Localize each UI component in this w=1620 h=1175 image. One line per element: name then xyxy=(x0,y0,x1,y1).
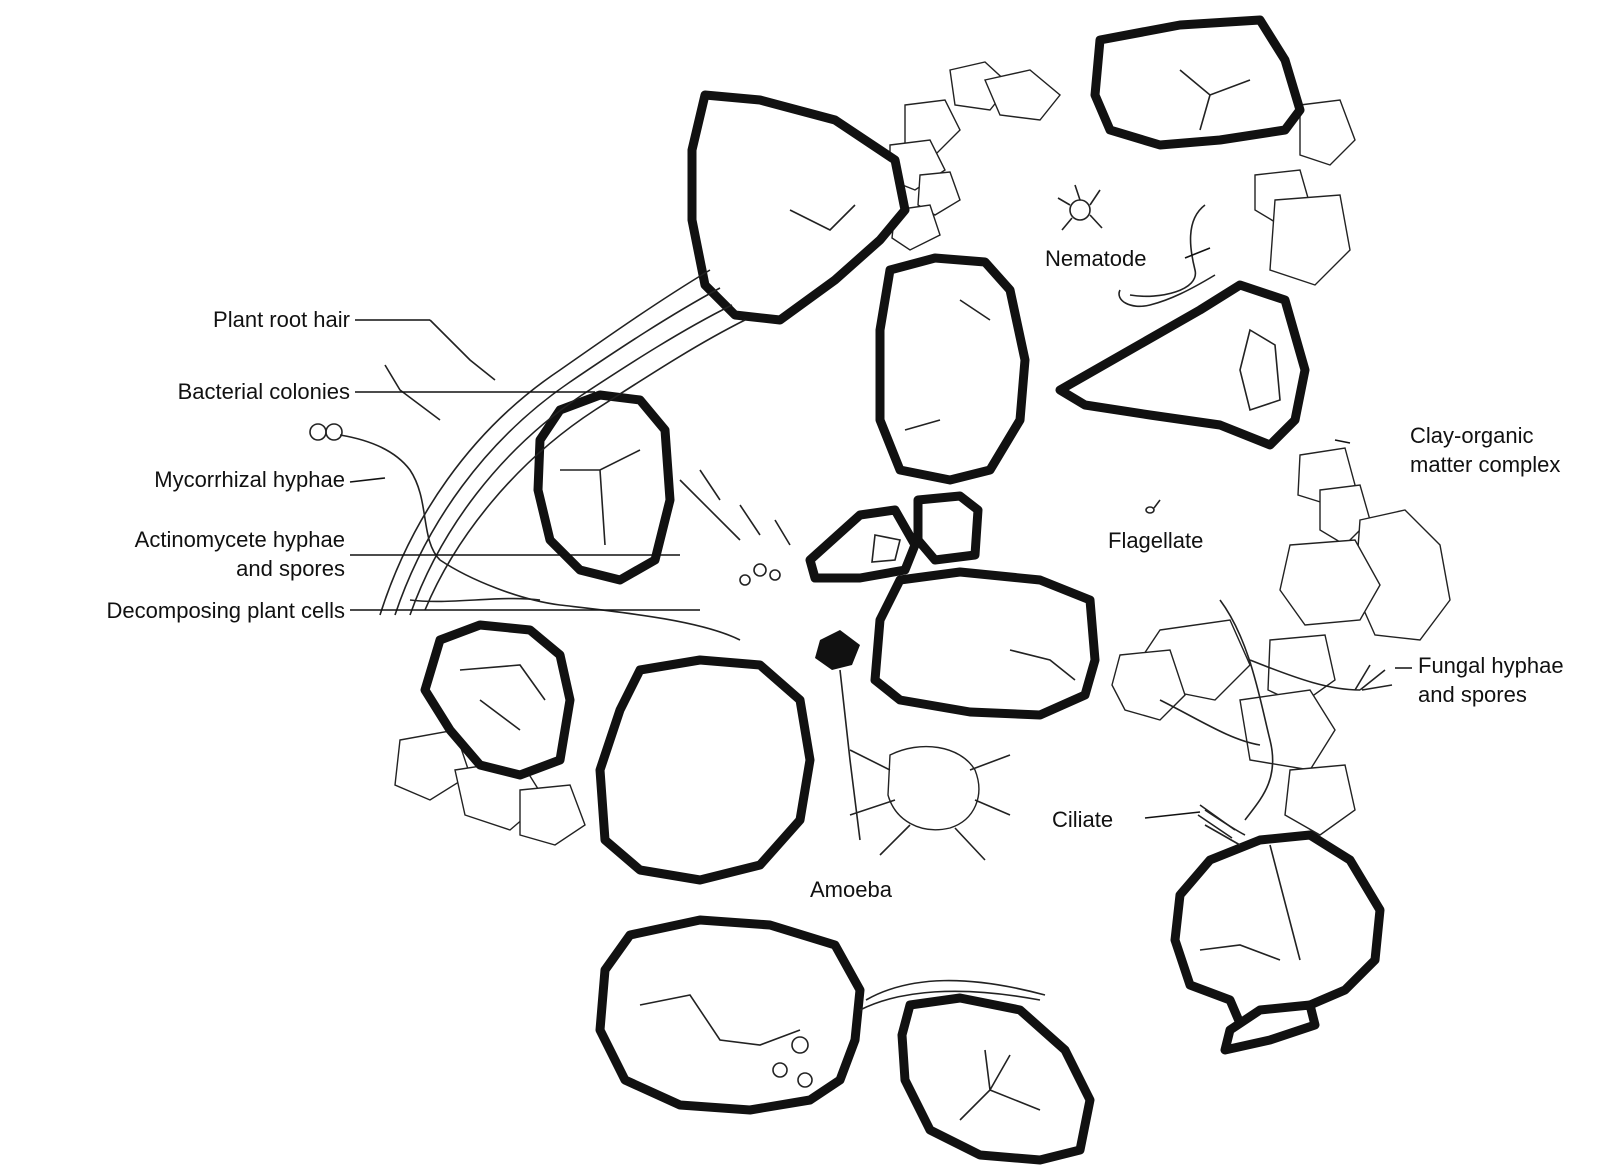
soil-aggregate-top-right xyxy=(1095,20,1300,145)
label-plant-root-hair: Plant root hair xyxy=(60,306,350,333)
label-flagellate: Flagellate xyxy=(1108,527,1203,554)
soil-aggregate-bottom-middle xyxy=(902,998,1090,1160)
label-actinomycete-line2: and spores xyxy=(30,555,345,582)
label-actinomycete-line1: Actinomycete hyphae xyxy=(30,526,345,553)
soil-aggregate-left-middle xyxy=(538,395,670,580)
label-fungal-line1: Fungal hyphae xyxy=(1418,652,1564,679)
label-clay-line2: matter complex xyxy=(1410,451,1560,478)
label-fungal-line2: and spores xyxy=(1418,681,1527,708)
ciliate-organism xyxy=(1198,805,1245,845)
amoeba-organism xyxy=(815,630,860,840)
label-bacterial-colonies: Bacterial colonies xyxy=(40,378,350,405)
soil-aggregate-bottom-right xyxy=(1175,835,1380,1050)
soil-aggregate-lower-left xyxy=(600,660,810,880)
soil-aggregate-right-middle xyxy=(875,572,1095,715)
soil-aggregate-triangle xyxy=(1060,285,1305,445)
mycorrhizal-hyphae xyxy=(310,424,740,640)
label-clay-line1: Clay-organic xyxy=(1410,422,1534,449)
clay-particle-chain-right xyxy=(1112,448,1450,835)
label-decomposing-plant-cells: Decomposing plant cells xyxy=(10,597,345,624)
soil-aggregate-center xyxy=(880,258,1025,480)
soil-aggregate-small-mid-1 xyxy=(810,510,915,578)
label-ciliate: Ciliate xyxy=(1052,806,1113,833)
label-nematode: Nematode xyxy=(1045,245,1147,272)
label-mycorrhizal-hyphae: Mycorrhizal hyphae xyxy=(40,466,345,493)
mite-organism xyxy=(850,747,1010,860)
label-amoeba: Amoeba xyxy=(810,876,892,903)
soil-aggregate-bottom-left xyxy=(600,920,860,1110)
root-hair xyxy=(385,320,495,420)
flagellate-organism xyxy=(1146,500,1160,513)
soil-aggregate-top-center xyxy=(692,95,905,320)
nematode-star-organism xyxy=(1058,185,1102,230)
soil-aggregate-small-mid-2 xyxy=(918,496,978,560)
actinomycete-hyphae xyxy=(680,470,790,585)
